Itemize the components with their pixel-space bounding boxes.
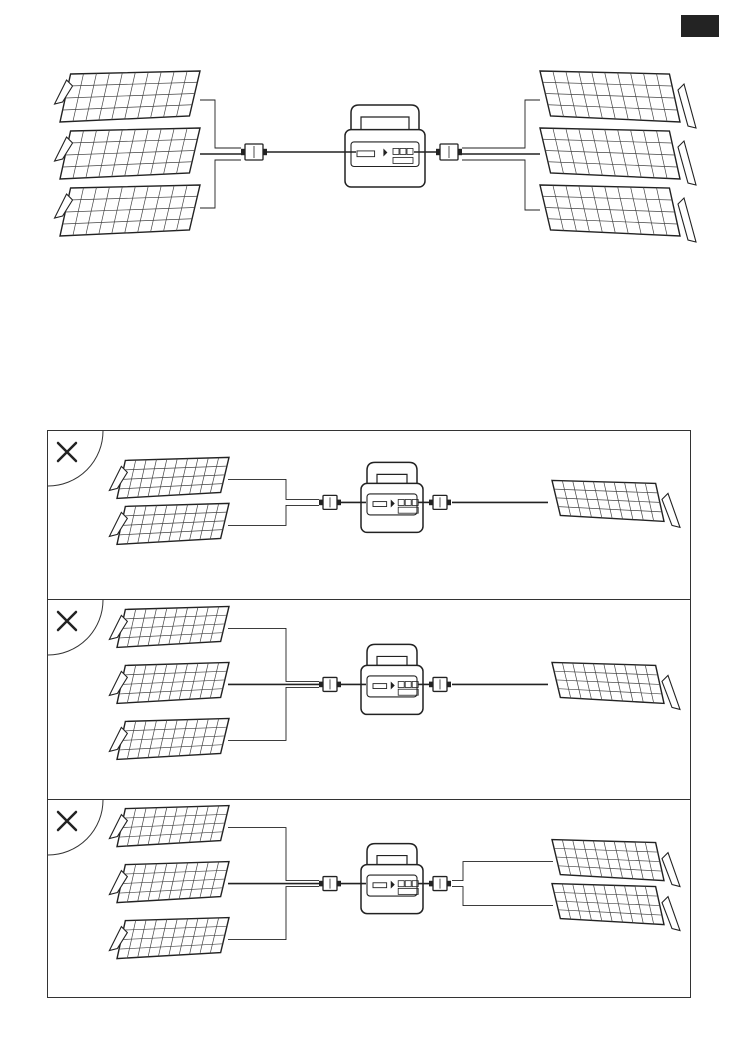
solar-panel-icon xyxy=(109,862,229,903)
incorrect-setup-3 xyxy=(47,799,691,998)
incorrect-diagram-2 xyxy=(48,600,692,801)
solar-panel-icon xyxy=(540,185,696,242)
solar-panel-icon xyxy=(109,606,229,647)
solar-panel-icon xyxy=(540,128,696,185)
y-connector-icon xyxy=(429,677,451,691)
cable xyxy=(462,160,540,210)
y-connector-icon xyxy=(319,677,341,691)
cable xyxy=(200,100,241,148)
solar-panel-icon xyxy=(55,185,200,236)
solar-panel-icon xyxy=(55,71,200,122)
cable xyxy=(228,887,319,940)
incorrect-diagram-3 xyxy=(48,800,692,999)
solar-panel-icon xyxy=(552,884,680,931)
solar-panel-icon xyxy=(109,918,229,959)
solar-panel-icon xyxy=(55,128,200,179)
solar-panel-icon xyxy=(552,480,680,527)
cable xyxy=(228,687,319,740)
cable xyxy=(452,862,553,881)
correct-connection-diagram xyxy=(0,60,739,270)
cable xyxy=(200,160,241,208)
cable xyxy=(452,887,553,906)
incorrect-setup-2 xyxy=(47,599,691,800)
language-tab-marker xyxy=(681,15,719,37)
solar-panel-icon xyxy=(552,662,680,709)
y-connector-icon xyxy=(241,144,267,160)
power-station-icon xyxy=(361,644,423,714)
cable xyxy=(462,100,540,148)
power-station-icon xyxy=(361,462,423,532)
y-connector-icon xyxy=(429,495,451,509)
incorrect-setup-1 xyxy=(47,430,691,600)
solar-panel-icon xyxy=(109,457,229,498)
y-connector-icon xyxy=(429,877,451,891)
y-connector-icon xyxy=(319,877,341,891)
cable xyxy=(228,828,319,881)
incorrect-diagram-1 xyxy=(48,431,692,601)
solar-panel-icon xyxy=(109,662,229,703)
power-station-icon xyxy=(361,844,423,914)
cable xyxy=(228,628,319,681)
y-connector-icon xyxy=(319,495,341,509)
cable xyxy=(228,479,319,499)
solar-panel-icon xyxy=(552,840,680,887)
power-station-icon xyxy=(345,105,425,187)
y-connector-icon xyxy=(436,144,462,160)
solar-panel-icon xyxy=(109,718,229,759)
cable xyxy=(228,505,319,525)
solar-panel-icon xyxy=(109,503,229,544)
solar-panel-icon xyxy=(540,71,696,128)
solar-panel-icon xyxy=(109,806,229,847)
